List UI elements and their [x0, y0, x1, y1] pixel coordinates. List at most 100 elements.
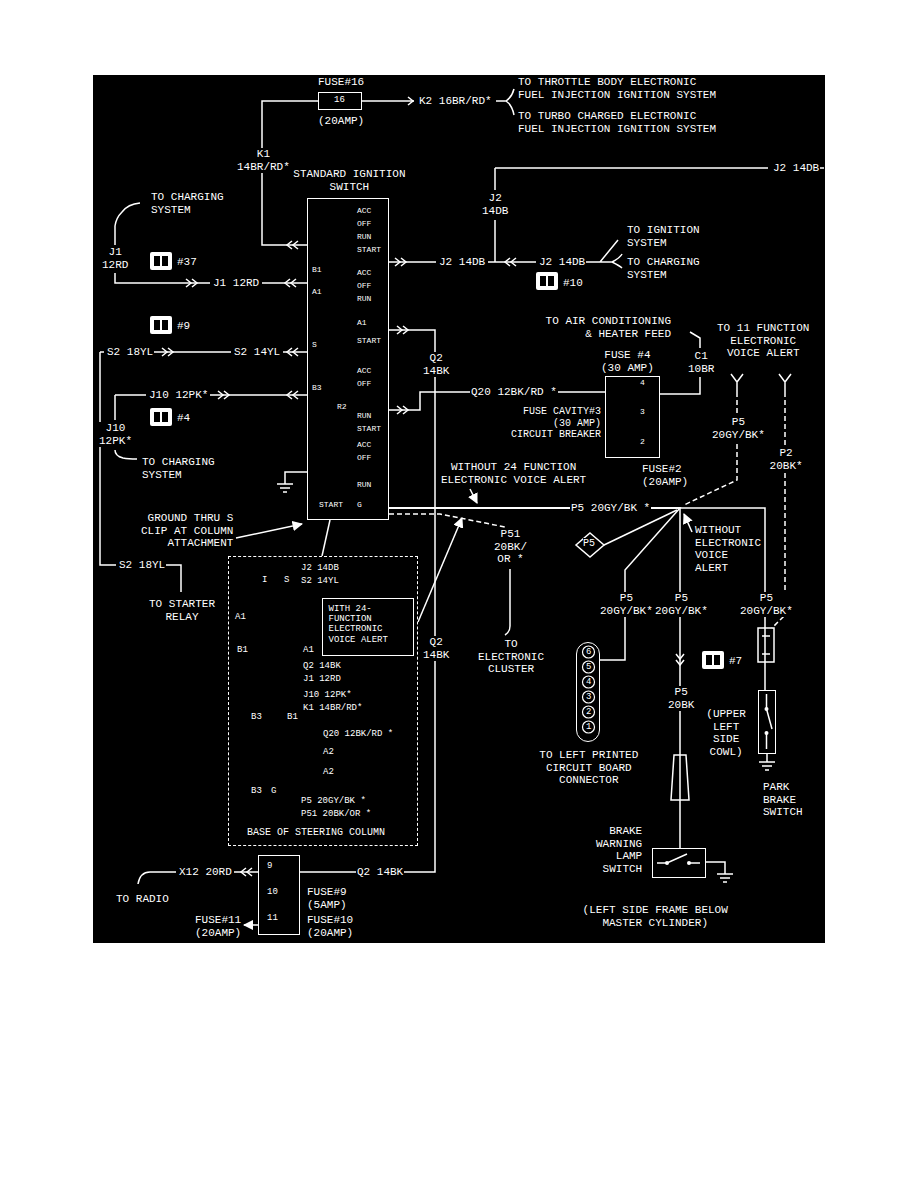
connector-chevron: [241, 868, 252, 876]
wire: [115, 395, 332, 459]
fuse-block: FUSE #4 (30 AMP)432FUSE#2 (20AMP): [605, 376, 660, 458]
terminal-label: Q2 14BK: [302, 661, 342, 671]
wire: [418, 518, 462, 622]
wire-label: S2 14YL: [233, 346, 281, 359]
wire-label: TO CHARGING SYSTEM: [626, 256, 707, 281]
wire-label: #7: [728, 655, 743, 668]
wire: [759, 754, 775, 770]
wire-label: J10 12PK*: [98, 422, 133, 447]
terminal-label: OFF: [356, 379, 372, 388]
terminal-label: S2 14YL: [300, 576, 340, 586]
wire: [100, 89, 824, 931]
wire: [362, 89, 514, 115]
terminal-label: RUN: [356, 480, 372, 489]
terminal-label: ACC: [356, 206, 372, 215]
wire-label: J1 12RD: [101, 246, 129, 271]
wire-label: K2 16BR/RD*: [418, 95, 493, 108]
wire-label: WITHOUT 24 FUNCTION ELECTRONIC VOICE ALE…: [440, 461, 587, 486]
terminal-label: G: [356, 500, 363, 509]
brake-warning-switch: BRAKE WARNING LAMP SWITCH: [652, 848, 706, 878]
node-text: BASE OF STEERING COLUMN: [247, 827, 385, 839]
wire: [389, 240, 622, 268]
terminal-label: ACC: [356, 366, 372, 375]
node-text: 3: [640, 407, 645, 416]
terminal-label: RUN: [356, 294, 372, 303]
terminal-label: R2: [336, 402, 348, 411]
pin-ring: [583, 646, 595, 658]
wire-label: P5 20GY/BK *: [570, 502, 651, 515]
fuse-box: FUSE#1616(20AMP): [318, 92, 362, 110]
connector-chevron: [162, 97, 684, 876]
node-text: 3: [586, 692, 591, 702]
terminal-label: S: [311, 340, 318, 349]
wire: [495, 168, 824, 262]
wire-label: TO THROTTLE BODY ELECTRONIC FUEL INJECTI…: [517, 76, 717, 101]
wire-label: FUSE#11 (20AMP): [194, 914, 242, 939]
pin-ring: [583, 661, 595, 673]
connector-chevron: [397, 326, 408, 414]
node-text: 11: [267, 913, 278, 923]
terminal-label: B3: [250, 786, 263, 796]
node-text: 2: [640, 437, 645, 446]
node-text: 4: [586, 677, 591, 687]
pin-ring: [583, 721, 595, 733]
terminal-label: A1: [302, 645, 315, 655]
terminal-label: RUN: [356, 232, 372, 241]
wire-label: C1 10BR: [687, 350, 715, 375]
switch-symbol: [767, 694, 773, 749]
wire-label: P5 20GY/BK*: [654, 592, 709, 617]
terminal-label: A2: [322, 767, 335, 777]
wire: [470, 489, 477, 503]
wire-connector: [389, 508, 680, 848]
wire: [236, 524, 302, 538]
wire-label: Q2 14BK: [422, 636, 450, 661]
node-text: 1: [586, 722, 591, 732]
node-text: FUSE #4 (30 AMP): [601, 349, 654, 374]
wire: [322, 520, 330, 556]
switch-contact: [765, 707, 769, 711]
wire-label: (LEFT SIDE FRAME BELOW MASTER CYLINDER): [575, 904, 735, 929]
terminal-label: J1 12RD: [302, 674, 342, 684]
terminal-label: START: [356, 424, 382, 433]
wire-label: Q2 14BK: [422, 352, 450, 377]
reference-icon: [150, 316, 172, 334]
wire-label: #37: [176, 256, 198, 269]
wire-label: TO STARTER RELAY: [148, 598, 216, 623]
terminal-label: B1: [311, 265, 323, 274]
splice-diamond: P5: [575, 532, 605, 558]
terminal-label: P51 20BK/OR *: [300, 809, 372, 819]
node-text: BRAKE WARNING LAMP SWITCH: [596, 825, 642, 876]
wire-label: J10 12PK*: [148, 389, 209, 402]
terminal-label: A1: [234, 612, 247, 622]
wire-label: K1 14BR/RD*: [236, 148, 291, 173]
terminal-label: RUN: [356, 411, 372, 420]
terminal-label: S: [283, 575, 290, 585]
wire-label: TO CHARGING SYSTEM: [141, 456, 222, 481]
terminal-label: B3: [250, 712, 263, 722]
wire-label: TO 11 FUNCTION ELECTRONIC VOICE ALERT: [716, 322, 810, 360]
wire-label: #4: [176, 412, 191, 425]
wire-label: J2 14DB: [438, 256, 486, 269]
wire: [706, 862, 733, 882]
park-brake-switch: PARK BRAKE SWITCH: [758, 690, 776, 754]
connector-chevron: [408, 97, 413, 105]
reference-icon: [706, 655, 720, 665]
wire-label: Q20 12BK/RD *: [470, 386, 558, 399]
node-text: 10: [267, 887, 278, 897]
wire-label: X12 20RD: [178, 866, 233, 879]
wire-label: P5 20GY/BK*: [711, 416, 766, 441]
node-text: P5: [583, 538, 595, 550]
terminal-label: G: [270, 786, 277, 796]
wire-label: J2 14DB: [772, 162, 820, 175]
node-text: FUSE#16: [318, 76, 364, 89]
wire-label: P51 20BK/ OR *: [493, 528, 528, 566]
wire-label: J2 14DB: [481, 192, 509, 217]
terminal-label: OFF: [356, 453, 372, 462]
wire-label: TO ELECTRONIC CLUSTER: [477, 638, 545, 676]
reference-icon: [150, 408, 172, 426]
pin-ring: [583, 691, 595, 703]
fuse-block: 91011FUSE#9 (5AMP)FUSE#10 (20AMP): [258, 855, 300, 935]
reference-icon: [536, 272, 558, 290]
wire-label: Q2 14BK: [356, 866, 404, 879]
reference-icon: [154, 412, 168, 422]
